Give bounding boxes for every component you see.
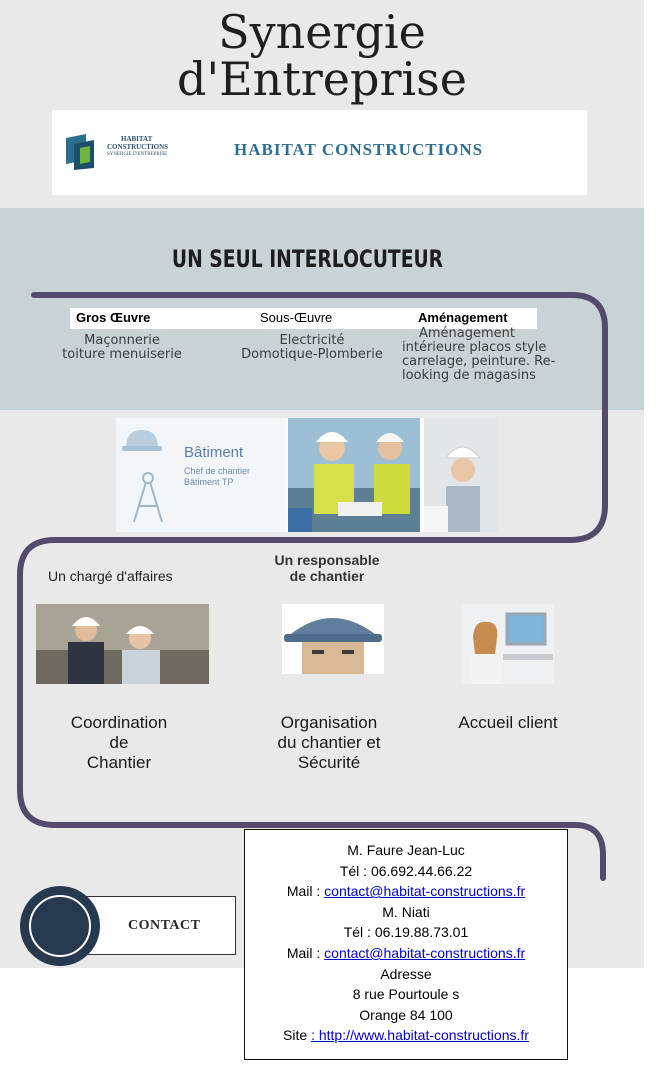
duty-line: Accueil client (458, 713, 558, 732)
heading-amenagement: Aménagement (418, 310, 508, 325)
workers-illustration (284, 418, 420, 532)
duty-line: Coordination (70, 713, 168, 732)
compass-icon (133, 472, 163, 523)
contact-person2: M. Niati (382, 903, 430, 920)
role-line: Un responsable (274, 552, 380, 568)
duty-accueil: Accueil client (432, 713, 584, 733)
role-responsable-chantier: Un responsable de chantier (262, 552, 392, 584)
duty-line: de (109, 733, 129, 752)
service-line: toiture menuiserie (62, 347, 182, 362)
service-line: looking de magasins (402, 368, 536, 383)
logo-small-line1: HABITAT (121, 135, 153, 143)
service-line: carrelage, peinture. Re- (402, 354, 556, 369)
duty-line: Sécurité (297, 753, 361, 772)
reception-illustration (461, 604, 554, 684)
website-link[interactable]: : http://www.habitat-constructions.fr (311, 1027, 529, 1044)
contact-tel2: Tél : 06.19.88.73.01 (343, 924, 469, 941)
logo-company-name: HABITAT CONSTRUCTIONS (234, 140, 484, 159)
banner-sub-line: Bâtiment TP (184, 477, 234, 487)
page-title-line1: Synergie (218, 5, 426, 59)
contact-site: Site : http://www.habitat-constructions.… (245, 1025, 567, 1046)
email-link-2[interactable]: contact@habitat-constructions.fr (324, 944, 526, 961)
headline: UN SEUL INTERLOCUTEUR (171, 245, 444, 273)
role-line: de chantier (289, 568, 365, 584)
site-manager-photo (282, 604, 384, 674)
contact-tel1: Tél : 06.692.44.66.22 (339, 862, 473, 879)
column-headings-strip (70, 308, 537, 329)
manager-illustration (282, 604, 384, 674)
logo-banner: HABITAT CONSTRUCTIONS SYNERGIE D'ENTREPR… (52, 110, 587, 195)
address-street: 8 rue Pourtoule s (352, 986, 460, 1003)
heading-gros-oeuvre: Gros Œuvre (76, 310, 151, 325)
service-sous-oeuvre: Electricité Domotique-Plomberie (232, 334, 392, 362)
duty-line: du chantier et (277, 733, 381, 752)
mail-label: Mail : (286, 944, 325, 961)
email-link-1[interactable]: contact@habitat-constructions.fr (324, 883, 526, 900)
banner-sub-line: Chef de chantier (184, 466, 251, 476)
page-title-line2: d'Entreprise (177, 52, 467, 106)
service-line: Aménagement (419, 326, 516, 341)
service-line: intérieure placos style (402, 340, 547, 355)
contact-card: M. Faure Jean-Luc Tél : 06.692.44.66.22 … (244, 829, 568, 1060)
duty-organisation: Organisation du chantier et Sécurité (254, 713, 404, 773)
logo-small-text: HABITAT CONSTRUCTIONS SYNERGIE D'ENTREPR… (107, 135, 168, 159)
helmet-icon (122, 430, 162, 451)
banner-subtitle: Chef de chantier Bâtiment TP (184, 466, 250, 488)
contact-person1: M. Faure Jean-Luc (347, 842, 465, 858)
engineer-woman-photo (424, 418, 498, 532)
meeting-illustration (36, 604, 209, 684)
service-line: Maçonnerie (84, 333, 160, 348)
service-line: Electricité (279, 333, 345, 348)
duty-line: Organisation (280, 713, 378, 732)
logo-small-line3: SYNERGIE D'ENTREPRISE (107, 152, 168, 157)
mail-label: Mail : (286, 883, 325, 900)
address-city: Orange 84 100 (359, 1006, 453, 1023)
role-charge-affaires: Un chargé d'affaires (48, 568, 173, 584)
service-amenagement: Aménagement intérieure placos style carr… (402, 327, 572, 383)
site-label: Site (283, 1027, 312, 1044)
service-gros-oeuvre: Maçonnerie toiture menuiserie (62, 334, 182, 362)
contact-mail2: Mail : contact@habitat-constructions.fr (245, 943, 567, 964)
heading-sous-oeuvre: Sous-Œuvre (260, 310, 333, 325)
batiment-graphic: Bâtiment Chef de chantier Bâtiment TP (116, 418, 286, 532)
business-meeting-photo (36, 604, 209, 684)
company-logo-icon (66, 134, 94, 170)
contact-mail1: Mail : contact@habitat-constructions.fr (245, 881, 567, 902)
duty-coordination: Coordination de Chantier (46, 713, 192, 773)
banner-title: Bâtiment (184, 444, 244, 461)
contact-ring-icon (29, 895, 91, 957)
address-label: Adresse (380, 965, 432, 982)
workers-photo (284, 418, 420, 532)
engineer-illustration (424, 418, 498, 532)
customer-service-photo (461, 604, 554, 684)
logo-small-line2: CONSTRUCTIONS (107, 143, 169, 151)
duty-line: Chantier (86, 753, 152, 772)
batiment-banner-image: Bâtiment Chef de chantier Bâtiment TP (116, 418, 498, 532)
contact-button-label[interactable]: CONTACT (128, 918, 201, 933)
service-line: Domotique-Plomberie (241, 347, 383, 362)
